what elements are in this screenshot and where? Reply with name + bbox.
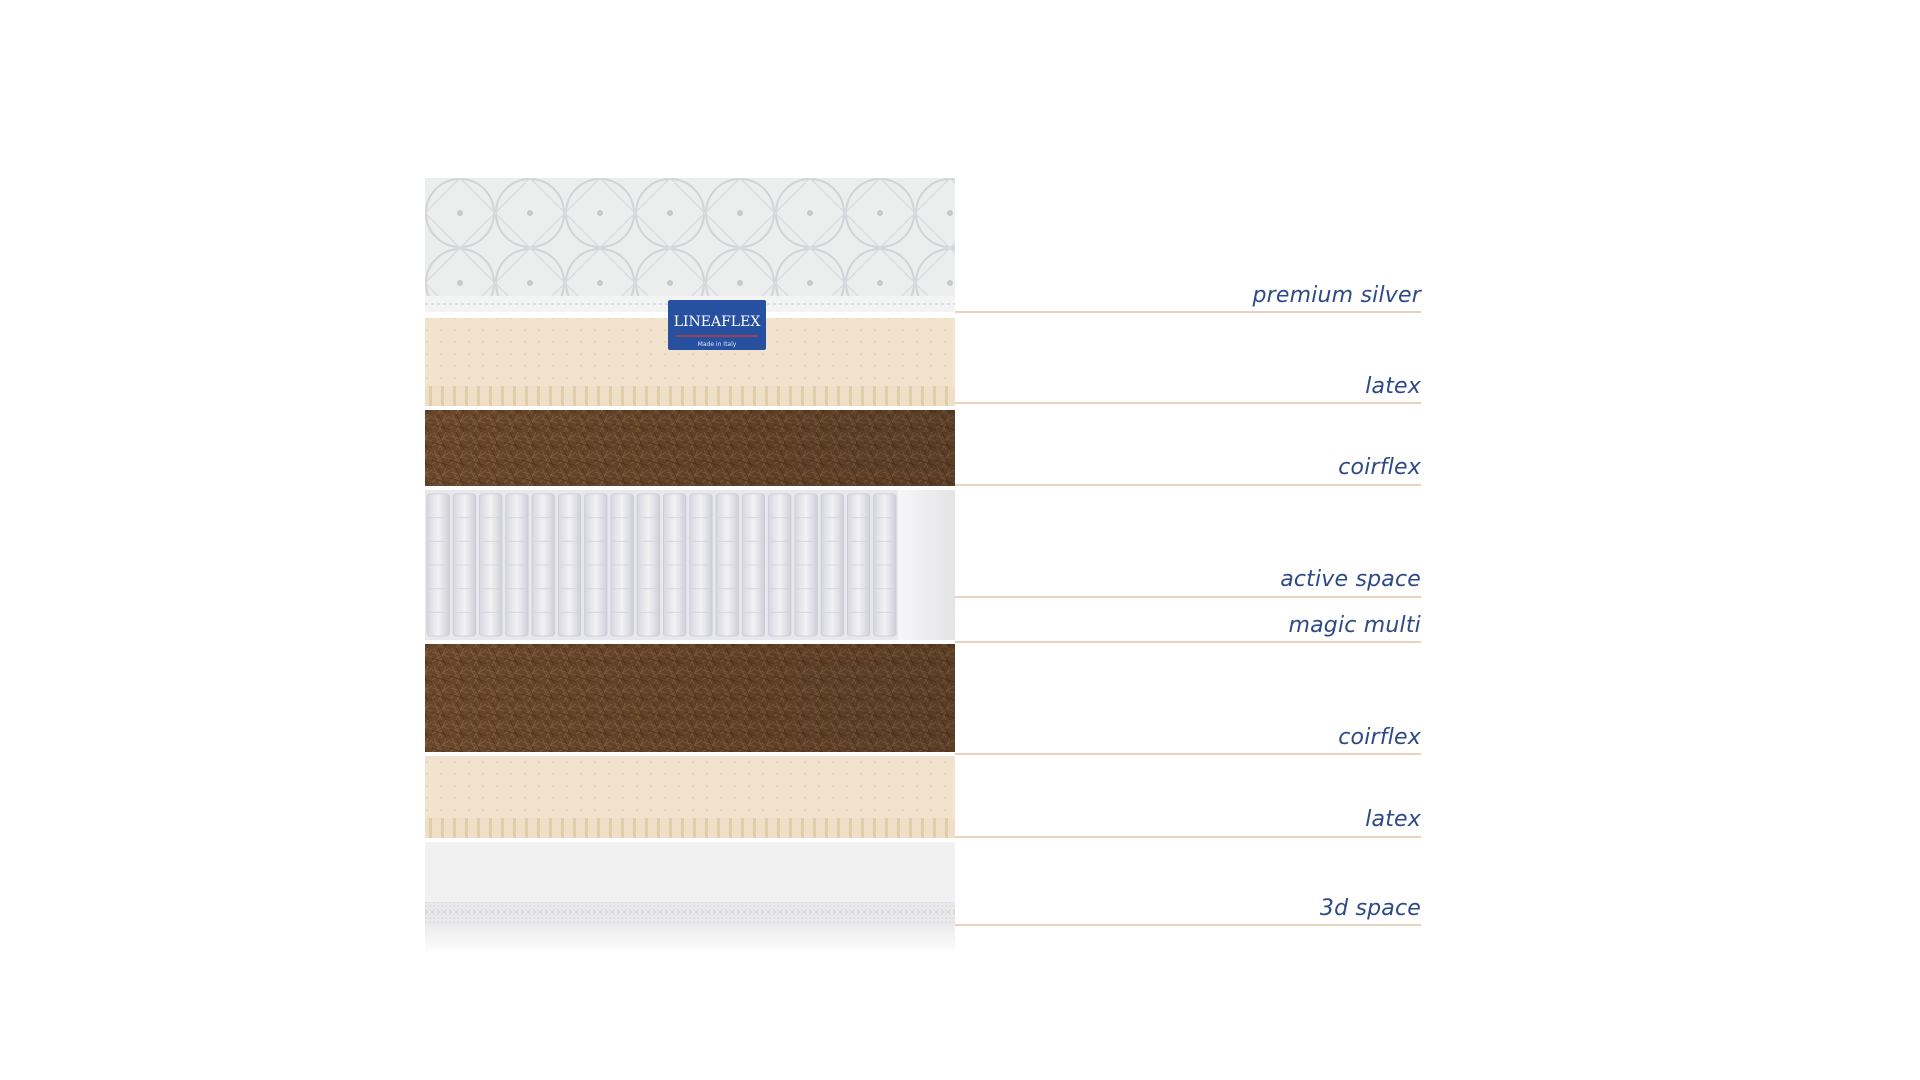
layer-coirflex-top-shape [425, 410, 955, 486]
layer-label-magic-multi: magic multi [1288, 613, 1421, 638]
leader-line-latex-top [955, 402, 1421, 404]
brand-label: LINEAFLEX Made in Italy [668, 300, 766, 350]
layer-latex-bottom-shape [425, 756, 955, 838]
brand-label-text: LINEAFLEX [674, 314, 761, 330]
layer-label-active-space: active space [1280, 567, 1421, 592]
layer-label-3d-space: 3d space [1319, 896, 1421, 921]
leader-line-coirflex-top [955, 484, 1421, 486]
layer-3d-space-shape [425, 842, 955, 954]
layer-label-coirflex-bottom: coirflex [1338, 725, 1421, 750]
leader-line-3d-space [955, 924, 1421, 926]
layer-magic-multi-shape [425, 490, 955, 640]
layer-coirflex-bottom-shape [425, 644, 955, 752]
active-space-foam-border [898, 490, 955, 640]
leader-line-premium-silver [955, 311, 1421, 313]
leader-line-latex-bottom [955, 836, 1421, 838]
layer-premium-silver-shape [425, 178, 955, 312]
layer-label-latex-top: latex [1365, 374, 1421, 399]
leader-line-active-space [955, 596, 1421, 598]
layer-label-latex-bottom: latex [1365, 807, 1421, 832]
leader-line-coirflex-bottom [955, 753, 1421, 755]
brand-tagline-text: Made in Italy [698, 341, 737, 348]
leader-line-magic-multi [955, 641, 1421, 643]
layer-label-premium-silver: premium silver [1252, 283, 1421, 308]
layer-label-coirflex-top: coirflex [1338, 455, 1421, 480]
